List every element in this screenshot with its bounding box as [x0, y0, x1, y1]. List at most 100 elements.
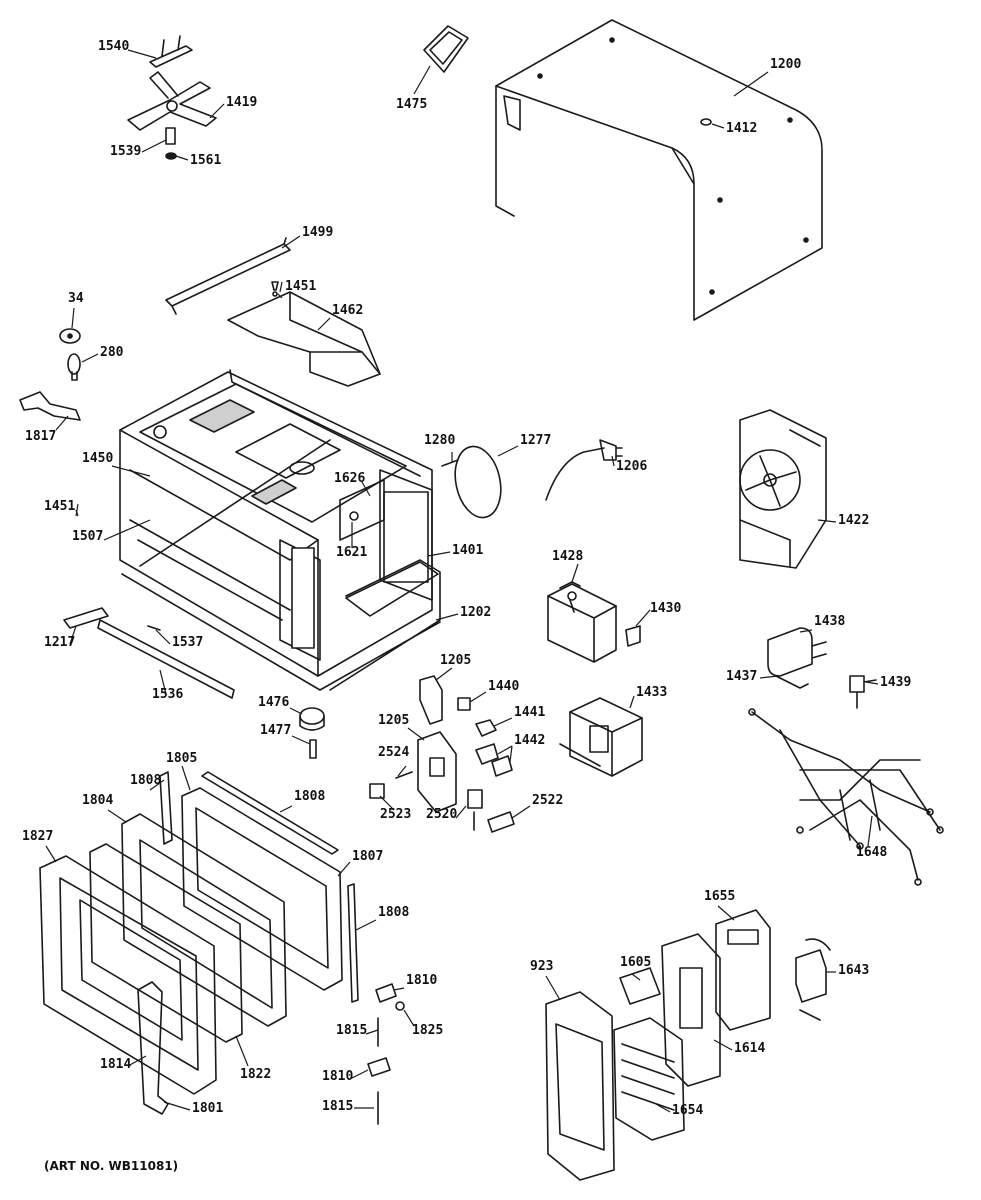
part-callout-c1537: 1537: [172, 635, 203, 650]
door-seal-part-1808a: [159, 771, 173, 845]
door-frame-part-1827: [39, 855, 217, 1095]
part-callout-c1462: 1462: [332, 303, 363, 318]
spring-part-2524: [395, 771, 413, 779]
capacitor-part-1438: [767, 627, 827, 677]
part-callout-c1561: 1561: [190, 153, 221, 168]
transformer-part-1433: [559, 697, 643, 777]
part-callout-c1205a: 1205: [440, 653, 471, 668]
part-callout-c1450: 1450: [82, 451, 113, 466]
switch-part-1440: [457, 697, 471, 711]
part-callout-c1808a: 1808: [130, 773, 161, 788]
part-callout-c2522: 2522: [532, 793, 563, 808]
part-callout-c1815b: 1815: [322, 1099, 353, 1114]
part-callout-c1648: 1648: [856, 845, 887, 860]
part-callout-c1433: 1433: [636, 685, 667, 700]
latch-part-1217: [63, 607, 109, 629]
waveguide-cover-part-1277: [454, 445, 502, 519]
pin-part-1280: [441, 459, 459, 467]
pin-part-1537: [147, 625, 161, 631]
stirrer-bracket-part-1540: [149, 35, 193, 68]
part-callout-c1655: 1655: [704, 889, 735, 904]
control-panel-frame-part-923: [545, 991, 615, 1181]
latch-part-1810b: [367, 1057, 391, 1077]
oven-cavity-assembly: [119, 369, 441, 691]
part-callout-c1801: 1801: [192, 1101, 223, 1116]
part-callout-c1401: 1401: [452, 543, 483, 558]
door-handle-part-1814: [137, 981, 169, 1115]
thermal-cutout-part-1430: [625, 625, 641, 647]
part-callout-c1507: 1507: [72, 529, 103, 544]
part-callout-c1804: 1804: [82, 793, 113, 808]
control-board-part-1614: [661, 933, 721, 1087]
part-callout-c1206: 1206: [616, 459, 647, 474]
part-callout-c1808c: 1808: [378, 905, 409, 920]
part-callout-c1822: 1822: [240, 1067, 271, 1082]
part-callout-c1810b: 1810: [322, 1069, 353, 1084]
mounting-strip-part-1499: [165, 237, 291, 315]
part-callout-c1815a: 1815: [336, 1023, 367, 1038]
foot-part-1476: [299, 707, 325, 731]
part-callout-c1217: 1217: [44, 635, 75, 650]
interlock-bracket-part-1205b: [417, 731, 457, 813]
power-cord-part-1206: [545, 439, 623, 501]
pin-part-1825: [395, 1001, 405, 1011]
stirrer-shaft-part-1539: [165, 127, 176, 145]
screw-part-1451: [271, 281, 279, 297]
part-callout-c1605: 1605: [620, 955, 651, 970]
part-callout-c1412: 1412: [726, 121, 757, 136]
part-callout-c1200: 1200: [770, 57, 801, 72]
part-callout-c1643: 1643: [838, 963, 869, 978]
part-callout-c1437: 1437: [726, 669, 757, 684]
part-callout-c1805: 1805: [166, 751, 197, 766]
part-callout-c1439: 1439: [880, 675, 911, 690]
part-callout-c1621: 1621: [336, 545, 367, 560]
part-callout-c2523: 2523: [380, 807, 411, 822]
screw-part-1477: [309, 739, 317, 759]
part-callout-c1539: 1539: [110, 144, 141, 159]
part-callout-c1825: 1825: [412, 1023, 443, 1038]
part-callout-c1419: 1419: [226, 95, 257, 110]
part-callout-c1808b: 1808: [294, 789, 325, 804]
circuit-board-part-1655: [715, 909, 771, 1031]
hinge-bracket-part-1817: [19, 391, 81, 421]
wire-harness-part-1648: [748, 708, 944, 886]
part-callout-c1451b: 1451: [44, 499, 75, 514]
part-callout-c1422: 1422: [838, 513, 869, 528]
part-callout-c1810a: 1810: [406, 973, 437, 988]
magnetron-part-1428: [547, 581, 617, 663]
latch-part-1810a: [375, 983, 397, 1003]
display-window-part-1605: [619, 967, 661, 1005]
diode-part-1439: [849, 675, 877, 709]
door-panel-part-1804: [121, 813, 287, 1027]
door-choke-part-1805: [181, 787, 343, 991]
part-callout-c1614: 1614: [734, 1041, 765, 1056]
part-callout-c1807: 1807: [352, 849, 383, 864]
part-callout-c1814: 1814: [100, 1057, 131, 1072]
part-callout-c1817: 1817: [25, 429, 56, 444]
fan-assembly-part-1422: [739, 409, 827, 569]
lamp-socket-part-34: [59, 328, 81, 344]
part-callout-c1205b: 1205: [378, 713, 409, 728]
art-number-label: (ART NO. WB11081): [44, 1159, 178, 1173]
part-callout-c1451a: 1451: [285, 279, 316, 294]
part-callout-c1654: 1654: [672, 1103, 703, 1118]
actuator-part-2523: [369, 783, 385, 799]
washer-part-1561: [165, 152, 177, 160]
choke-strip-part-1536: [97, 619, 235, 699]
part-callout-c2524: 2524: [378, 745, 409, 760]
part-callout-c1430: 1430: [650, 601, 681, 616]
part-callout-c1540: 1540: [98, 39, 129, 54]
part-callout-c280: 280: [100, 345, 124, 360]
touch-panel-part-1654: [613, 1017, 685, 1141]
leader-lines: [45, 49, 879, 1113]
switch-part-1441: [475, 719, 497, 737]
part-callout-c1442: 1442: [514, 733, 545, 748]
callout-labels: 1540141915391561147512001412149914511462…: [22, 39, 911, 1118]
part-callout-c1536: 1536: [152, 687, 183, 702]
part-callout-c1202: 1202: [460, 605, 491, 620]
switch-part-1442: [475, 743, 513, 777]
part-callout-c1477: 1477: [260, 723, 291, 738]
door-seal-part-1808b: [201, 771, 339, 855]
stirrer-blade-part-1419: [127, 71, 217, 131]
